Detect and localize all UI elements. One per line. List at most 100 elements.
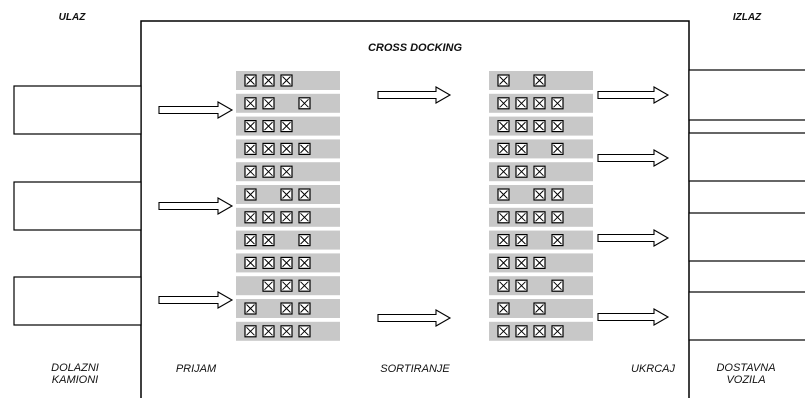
right-arrow-icon — [597, 86, 670, 104]
crossed-box-icon — [280, 302, 293, 315]
crossed-box-icon — [298, 256, 311, 269]
storage-row — [489, 162, 593, 182]
crossed-box-icon — [244, 302, 257, 315]
crossed-box-icon — [244, 211, 257, 224]
storage-row — [236, 321, 340, 341]
crossed-box-icon — [280, 165, 293, 178]
crossed-box-icon — [533, 325, 546, 338]
crossed-box-icon — [280, 256, 293, 269]
outgoing-dock-4 — [688, 291, 805, 341]
crossed-box-icon — [515, 165, 528, 178]
crossed-box-icon — [280, 74, 293, 87]
crossed-box-icon — [280, 211, 293, 224]
right-arrow-icon — [597, 229, 670, 247]
storage-row — [489, 207, 593, 227]
crossed-box-icon — [497, 325, 510, 338]
crossed-box-icon — [533, 74, 546, 87]
crossed-box-icon — [280, 279, 293, 292]
storage-row — [489, 93, 593, 113]
crossed-box-icon — [244, 97, 257, 110]
storage-row — [489, 299, 593, 318]
right-arrow-icon — [158, 101, 234, 119]
storage-row — [236, 253, 340, 273]
crossed-box-icon — [497, 234, 510, 247]
loading-rows — [489, 71, 593, 341]
prijam-label: PRIJAM — [175, 363, 217, 375]
storage-row — [236, 207, 340, 227]
crossed-box-icon — [244, 234, 257, 247]
crossed-box-icon — [262, 211, 275, 224]
crossed-box-icon — [244, 74, 257, 87]
storage-row — [236, 276, 340, 296]
storage-row — [236, 93, 340, 113]
storage-row — [489, 116, 593, 136]
crossed-box-icon — [515, 97, 528, 110]
crossed-box-icon — [497, 256, 510, 269]
crossed-box-icon — [262, 325, 275, 338]
storage-row — [489, 253, 593, 273]
receiving-rows — [236, 71, 340, 341]
crossed-box-icon — [262, 74, 275, 87]
dolazni-line2: KAMIONI — [51, 374, 99, 386]
crossed-box-icon — [515, 234, 528, 247]
crossed-box-icon — [551, 142, 564, 155]
storage-row — [236, 230, 340, 250]
crossed-box-icon — [280, 325, 293, 338]
crossed-box-icon — [497, 74, 510, 87]
crossed-box-icon — [551, 119, 564, 133]
crossed-box-icon — [497, 97, 510, 110]
incoming-dock-3 — [13, 276, 142, 326]
crossed-box-icon — [262, 97, 275, 110]
dostavna-line2: VOZILA — [726, 374, 766, 386]
crossed-box-icon — [551, 325, 564, 338]
crossed-box-icon — [298, 211, 311, 224]
crossed-box-icon — [497, 165, 510, 178]
crossed-box-icon — [244, 165, 257, 178]
facility-box — [140, 20, 690, 398]
crossed-box-icon — [497, 302, 510, 315]
dostavna-line1: DOSTAVNA — [716, 362, 776, 374]
sortiranje-label: SORTIRANJE — [380, 363, 450, 375]
flow-arrows — [158, 86, 670, 327]
crossed-box-icon — [551, 279, 564, 292]
crossed-box-icon — [533, 211, 546, 224]
crossed-box-icon — [280, 119, 293, 133]
crossed-box-icon — [298, 97, 311, 110]
crossed-box-icon — [244, 142, 257, 155]
storage-row — [489, 321, 593, 341]
crossed-box-icon — [262, 142, 275, 155]
crossed-box-icon — [280, 188, 293, 201]
right-arrow-icon — [377, 86, 452, 104]
crossed-box-icon — [244, 325, 257, 338]
outgoing-dock-1 — [688, 69, 805, 121]
incoming-dock-2 — [13, 181, 142, 231]
crossed-box-icon — [298, 302, 311, 315]
crossed-box-icon — [551, 234, 564, 247]
page-title: CROSS DOCKING — [367, 42, 463, 54]
crossed-box-icon — [497, 188, 510, 201]
storage-row — [236, 116, 340, 136]
crossed-box-icon — [298, 142, 311, 155]
right-arrow-icon — [597, 149, 670, 167]
crossed-box-icon — [533, 256, 546, 269]
ulaz-label: ULAZ — [58, 12, 86, 23]
crossed-box-icon — [551, 97, 564, 110]
storage-row — [236, 162, 340, 182]
dostavna-vozila-label: DOSTAVNA VOZILA — [708, 362, 784, 386]
crossed-box-icon — [298, 325, 311, 338]
outgoing-dock-2 — [688, 132, 805, 182]
right-arrow-icon — [158, 291, 234, 309]
right-arrow-icon — [377, 309, 452, 327]
crossed-box-icon — [280, 142, 293, 155]
storage-row — [489, 185, 593, 204]
crossed-box-icon — [533, 302, 546, 315]
storage-row — [236, 185, 340, 204]
crossed-box-icon — [533, 188, 546, 201]
dolazni-kamioni-label: DOLAZNI KAMIONI — [40, 362, 110, 386]
crossed-box-icon — [515, 119, 528, 133]
storage-row — [236, 299, 340, 318]
crossed-box-icon — [262, 256, 275, 269]
storage-row — [489, 230, 593, 250]
dolazni-line1: DOLAZNI — [51, 362, 99, 374]
